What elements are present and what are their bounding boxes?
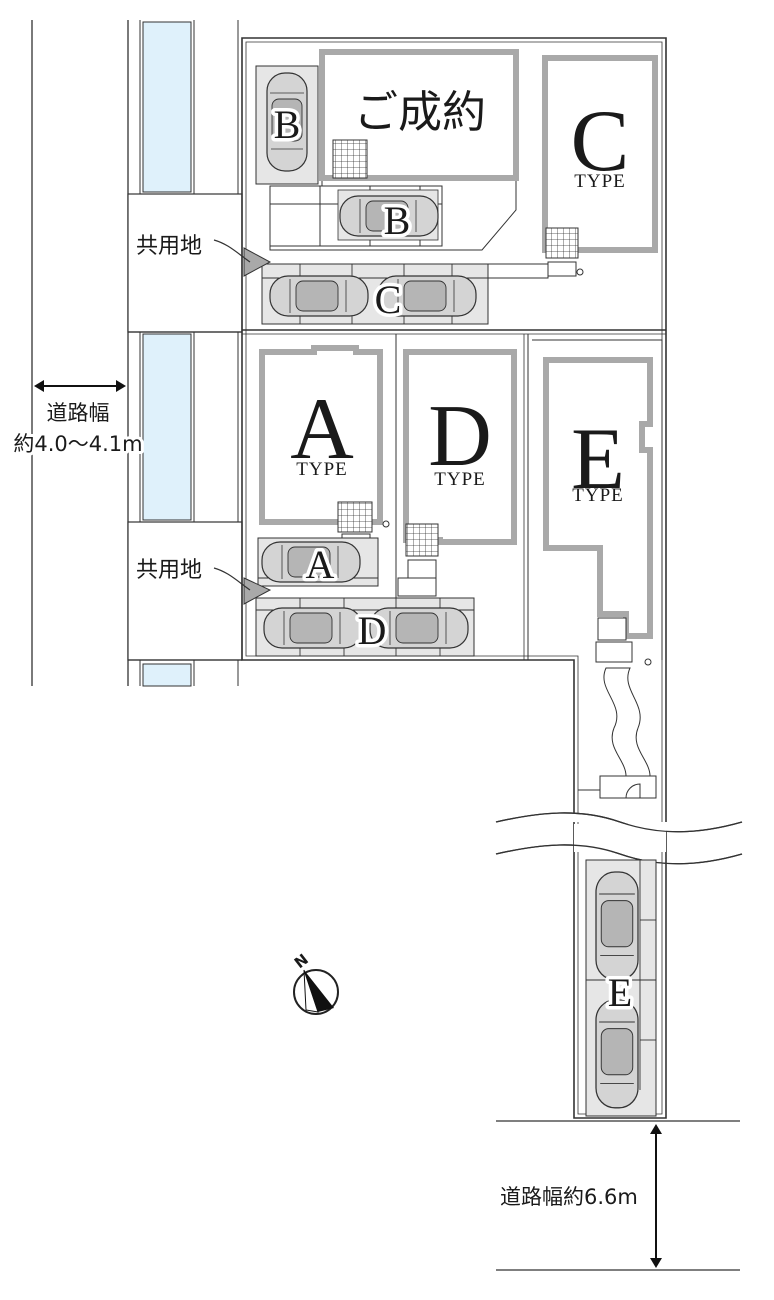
west-road xyxy=(31,20,243,687)
road-width-south: 道路幅約6.6m xyxy=(500,1185,638,1209)
north-arrow-icon: N xyxy=(291,950,339,1015)
house-letter-d: D xyxy=(428,388,492,485)
house-type-d: TYPE xyxy=(434,469,486,490)
south-road: 道路幅約6.6m xyxy=(496,1120,740,1271)
lot-sold: ご成約 xyxy=(269,49,519,251)
house-letter-a: A xyxy=(290,381,354,478)
parking-d: D xyxy=(255,597,475,657)
shared-land-upper: 共用地 xyxy=(136,234,272,277)
parking-b1: B xyxy=(255,65,319,185)
road-width-west: 道路幅 約4.0〜4.1m xyxy=(10,380,146,459)
parking-c: C xyxy=(261,263,489,326)
house-type-c: TYPE xyxy=(574,171,626,192)
parking-label-d: D xyxy=(358,608,387,653)
parking-a: A xyxy=(257,537,379,591)
house-c: C TYPE xyxy=(542,55,658,277)
house-e: E TYPE xyxy=(532,339,663,666)
road-width-west-line2: 約4.0〜4.1m xyxy=(13,432,142,456)
house-type-a: TYPE xyxy=(296,459,348,480)
shared-land-label-upper: 共用地 xyxy=(136,234,202,259)
shared-land-lower: 共用地 xyxy=(136,558,272,605)
north-letter: N xyxy=(291,950,312,972)
parking-e: E xyxy=(585,859,657,1117)
parking-b2: B xyxy=(269,185,443,247)
parking-label-b2: B xyxy=(384,198,411,243)
road-width-west-line1: 道路幅 xyxy=(47,401,110,425)
shared-land-label-lower: 共用地 xyxy=(136,558,202,583)
driveway xyxy=(578,667,657,837)
parking-label-c: C xyxy=(375,277,402,322)
house-a: A TYPE xyxy=(259,345,390,553)
house-d: D TYPE xyxy=(397,349,517,597)
house-letter-e: E xyxy=(571,411,625,508)
break-lines xyxy=(495,812,743,865)
site-boundary xyxy=(241,37,667,1119)
sold-label: ご成約 xyxy=(354,87,486,138)
parking-label-a: A xyxy=(306,542,335,587)
parking-label-e: E xyxy=(608,970,632,1015)
house-type-e: TYPE xyxy=(572,485,624,506)
house-letter-c: C xyxy=(571,93,630,190)
parking-label-b1: B xyxy=(274,102,301,147)
